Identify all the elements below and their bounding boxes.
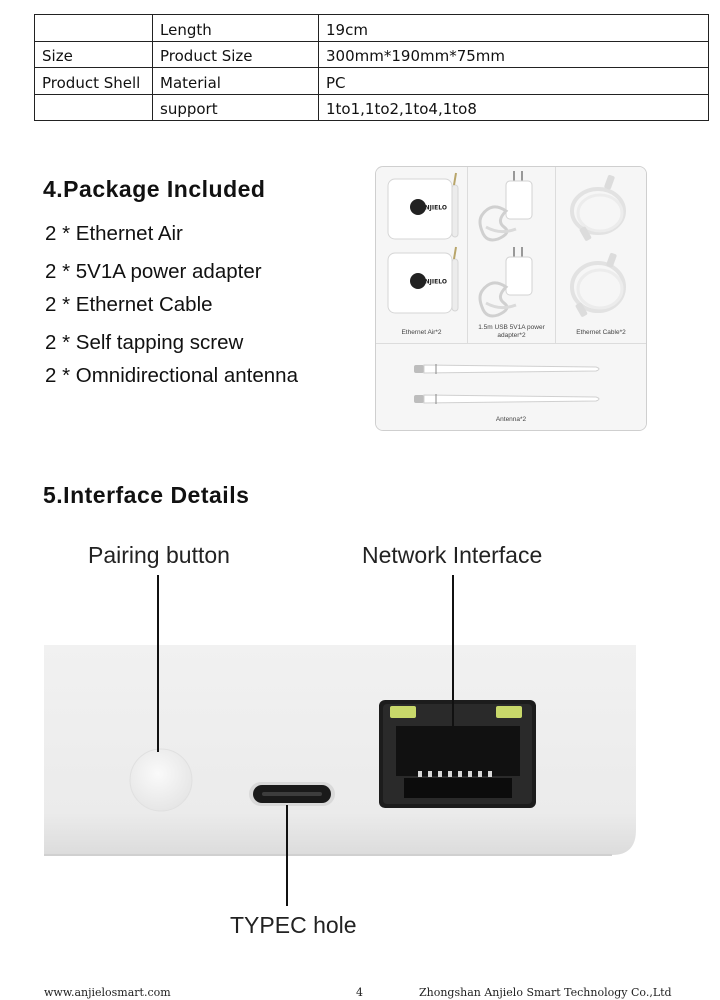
brand-logo: ANJIELO bbox=[420, 205, 447, 212]
rj45-port-icon bbox=[379, 700, 536, 808]
adapter-cell: 1.5m USB 5V1A power adapter*2 bbox=[468, 167, 555, 343]
ethernet-air-caption: Ethernet Air*2 bbox=[401, 329, 442, 336]
pairing-button-icon bbox=[129, 748, 193, 812]
footer-page-number: 4 bbox=[356, 986, 363, 999]
device-side-view bbox=[44, 575, 636, 906]
package-contents-image: ANJIELO ANJIELO Ethernet Air*2 bbox=[375, 166, 647, 431]
table-cell: Product Size bbox=[152, 40, 319, 68]
package-item: 2 * Self tapping screw bbox=[45, 331, 244, 354]
typec-hole-label: TYPEC hole bbox=[230, 912, 357, 938]
power-adapter-icon bbox=[478, 171, 533, 318]
table-cell: PC bbox=[318, 67, 709, 95]
pairing-button-label: Pairing button bbox=[88, 542, 230, 568]
table-cell bbox=[34, 93, 153, 121]
network-interface-label: Network Interface bbox=[362, 542, 543, 568]
ethernet-cable-icon bbox=[570, 174, 626, 317]
package-item: 2 * Ethernet Cable bbox=[45, 293, 213, 316]
table-cell bbox=[34, 14, 153, 42]
package-item: 2 * 5V1A power adapter bbox=[45, 260, 262, 283]
table-row: Length 19cm bbox=[34, 14, 709, 42]
table-cell: 1to1,1to2,1to4,1to8 bbox=[318, 93, 709, 121]
interface-section-title: 5.Interface Details bbox=[43, 482, 250, 508]
usb-c-port-icon bbox=[249, 782, 335, 806]
table-row: support 1to1,1to2,1to4,1to8 bbox=[34, 93, 709, 121]
antenna-caption: Antenna*2 bbox=[495, 416, 527, 423]
antenna-icon bbox=[414, 364, 600, 404]
brand-logo: ANJIELO bbox=[420, 279, 447, 286]
package-item: 2 * Ethernet Air bbox=[45, 222, 183, 245]
interface-photo: Pairing button Network Interface TYPEC h… bbox=[0, 530, 720, 970]
cable-cell: Ethernet Cable*2 bbox=[556, 167, 646, 343]
ethernet-air-cell: ANJIELO ANJIELO Ethernet Air*2 bbox=[376, 167, 467, 343]
cable-caption: Ethernet Cable*2 bbox=[576, 329, 626, 336]
package-item: 2 * Omnidirectional antenna bbox=[45, 364, 298, 387]
table-row: Size Product Size 300mm*190mm*75mm bbox=[34, 40, 709, 68]
table-cell: 19cm bbox=[318, 14, 709, 42]
footer-company: Zhongshan Anjielo Smart Technology Co.,L… bbox=[419, 986, 672, 999]
table-cell: Length bbox=[152, 14, 319, 42]
ethernet-air-device-icon: ANJIELO ANJIELO bbox=[387, 172, 459, 314]
table-cell: Material bbox=[152, 67, 319, 95]
table-cell: Product Shell bbox=[34, 67, 153, 95]
table-row: Product Shell Material PC bbox=[34, 67, 709, 95]
table-cell: Size bbox=[34, 40, 153, 68]
table-cell: support bbox=[152, 93, 319, 121]
adapter-caption: 1.5m USB 5V1A power adapter*2 bbox=[478, 324, 545, 339]
table-cell: 300mm*190mm*75mm bbox=[318, 40, 709, 68]
package-section-title: 4.Package Included bbox=[43, 176, 266, 202]
spec-table: Length 19cm Size Product Size 300mm*190m… bbox=[34, 14, 709, 121]
antenna-cell: Antenna*2 bbox=[376, 344, 646, 430]
footer-website: www.anjielosmart.com bbox=[44, 986, 171, 999]
